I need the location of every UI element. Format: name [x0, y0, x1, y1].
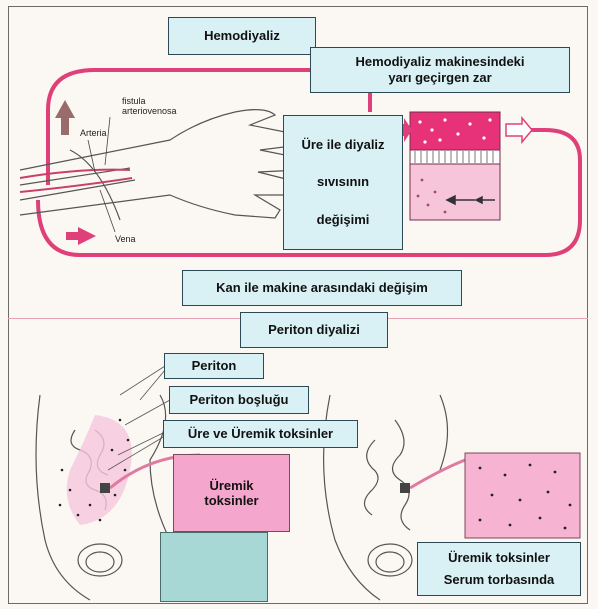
dialyzer-out-arrow [506, 118, 532, 142]
catheter-port-right [400, 483, 410, 493]
toxin-box: Üremik toksinler [173, 454, 290, 532]
membrane-label-line2: yarı geçirgen zar [388, 70, 491, 86]
serum-bag-label-line1: Üremik toksinler [448, 550, 550, 566]
serum-bag [465, 453, 580, 538]
dialyzer-blood-chamber [410, 112, 500, 150]
exchange-caption: Kan ile makine arasındaki değişim [182, 270, 462, 306]
membrane-label-line1: Hemodiyaliz makinesindeki [355, 54, 524, 70]
flow-arrow-right [66, 227, 96, 245]
fistula-label-line1: fistula [122, 96, 177, 106]
flow-arrow-up [55, 100, 75, 135]
toxins-label: Üre ve Üremik toksinler [163, 420, 358, 448]
toxin-box-line1: Üremik [209, 478, 253, 493]
right-catheter [410, 460, 465, 488]
fistula-label: fistula arteriovenosa [122, 96, 177, 117]
hemodialysis-title-text: Hemodiyaliz [204, 28, 280, 44]
cavity-label-text: Periton boşluğu [190, 392, 289, 408]
dialyzer-fluid-chamber [410, 164, 500, 220]
toxin-box-line2: toksinler [204, 493, 258, 508]
exchange-label-line1: Üre ile diyaliz [301, 137, 384, 153]
toxins-label-text: Üre ve Üremik toksinler [188, 426, 333, 442]
exchange-label: Üre ile diyaliz sıvısının değişimi [283, 115, 403, 250]
hemodialysis-title: Hemodiyaliz [168, 17, 316, 55]
fistula-label-line2: arteriovenosa [122, 106, 177, 116]
membrane-label: Hemodiyaliz makinesindeki yarı geçirgen … [310, 47, 570, 93]
exchange-caption-text: Kan ile makine arasındaki değişim [216, 280, 428, 296]
periton-label-text: Periton [192, 358, 237, 374]
serum-bag-label: Üremik toksinler Serum torbasında [417, 542, 581, 596]
cavity-label: Periton boşluğu [169, 386, 309, 414]
peritoneal-title: Periton diyalizi [240, 312, 388, 348]
periton-label: Periton [164, 353, 264, 379]
peritoneal-cavity-fill [67, 415, 132, 525]
teal-box [160, 532, 268, 602]
catheter-port-left [100, 483, 110, 493]
peritoneal-title-text: Periton diyalizi [268, 322, 360, 338]
arteria-label: Arteria [80, 128, 107, 138]
exchange-label-line3: değişimi [317, 212, 370, 228]
vena-label: Vena [115, 234, 136, 244]
serum-bag-label-line2: Serum torbasında [444, 572, 555, 588]
exchange-label-line2: sıvısının [317, 174, 369, 190]
